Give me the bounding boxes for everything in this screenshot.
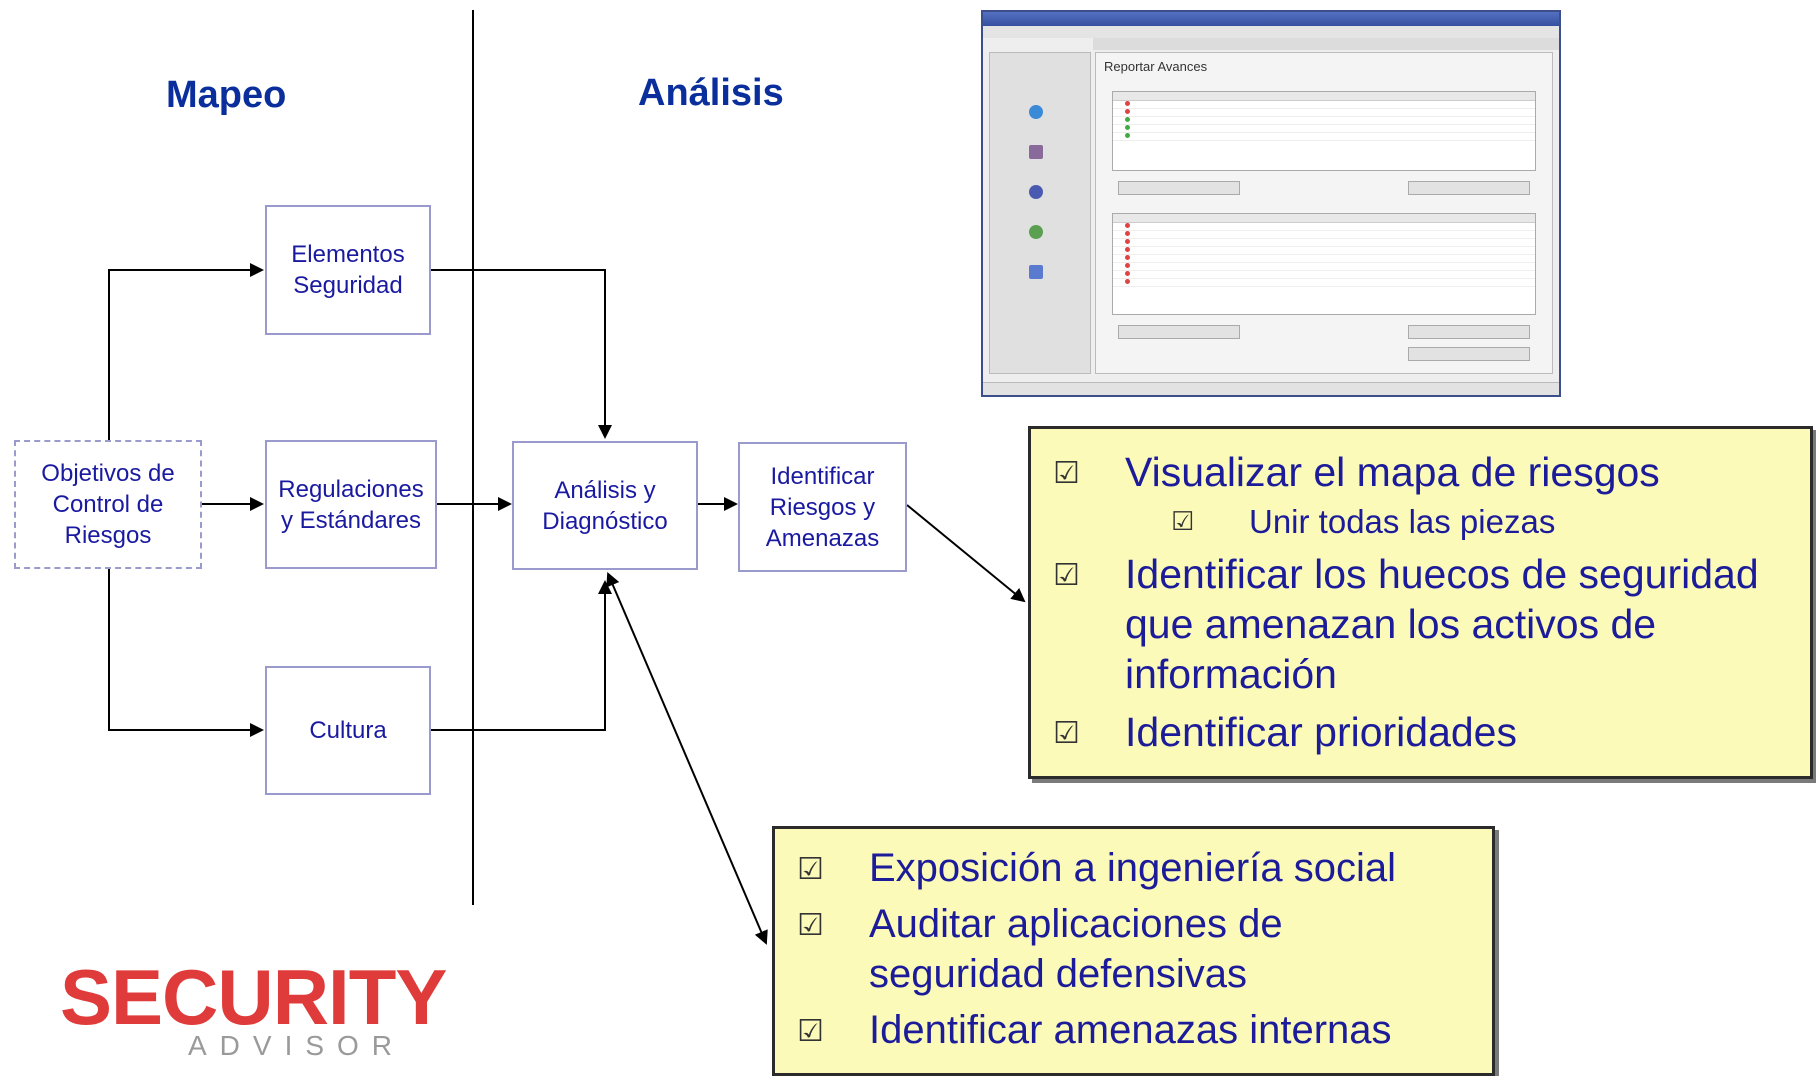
screenshot-table-header: [1113, 214, 1535, 223]
screenshot-table-row: [1113, 101, 1535, 109]
screenshot-main-panel: Reportar Avances: [1095, 52, 1553, 374]
checkbox-icon: ☑: [1053, 558, 1080, 593]
arrow-elementos-analisis: [431, 269, 612, 439]
screenshot-button: [1118, 325, 1240, 339]
screenshot-table-row: [1113, 239, 1535, 247]
screenshot-button: [1408, 347, 1530, 361]
note-top-item: ☑ Visualizar el mapa de riesgos: [1031, 447, 1810, 497]
box-cultura-label: Cultura: [309, 717, 387, 744]
box-analisis-label: Análisis y Diagnóstico: [542, 476, 668, 535]
box-analisis: Análisis y Diagnóstico: [512, 441, 698, 570]
screenshot-table-row: [1113, 279, 1535, 287]
checkbox-icon: ☑: [1053, 716, 1080, 751]
screenshot-table-row: [1113, 117, 1535, 125]
screenshot-menubar: [983, 26, 1559, 38]
note-bottom: ☑ Exposición a ingeniería social ☑ Audit…: [772, 826, 1495, 1076]
screenshot-table-header: [1113, 92, 1535, 101]
box-regulaciones-label: Regulaciones y Estándares: [278, 475, 424, 534]
note-bottom-item: ☑ Auditar aplicaciones de seguridad defe…: [775, 899, 1492, 999]
box-cultura: Cultura: [265, 666, 431, 795]
box-identificar-label: Identificar Riesgos y Amenazas: [765, 462, 880, 552]
note-bottom-list: ☑ Exposición a ingeniería social ☑ Audit…: [775, 843, 1492, 1055]
box-regulaciones: Regulaciones y Estándares: [265, 440, 437, 569]
heading-mapeo: Mapeo: [166, 74, 287, 116]
arrow-analisis-note-bottom: [606, 571, 768, 945]
screenshot-table-top: [1112, 91, 1536, 171]
note-bottom-item-text: Identificar amenazas internas: [869, 1008, 1392, 1052]
screenshot-button: [1118, 181, 1240, 195]
box-objetivos: Objetivos de Control de Riesgos: [14, 440, 202, 569]
note-bottom-item-text: Exposición a ingeniería social: [869, 846, 1396, 890]
shield-icon: [1029, 185, 1043, 200]
screenshot-table-row: [1113, 125, 1535, 133]
heading-analisis: Análisis: [638, 72, 784, 114]
arrow-identificar-note: [906, 504, 1026, 603]
screenshot-side-item: [990, 133, 1090, 173]
screenshot-table-bottom: [1112, 213, 1536, 315]
arrow-objetivos-cultura: [108, 569, 264, 737]
screenshot-side-item: [990, 93, 1090, 133]
screenshot-table-row: [1113, 263, 1535, 271]
note-top-item-text: Identificar los huecos de seguridad que …: [1125, 551, 1759, 697]
screenshot-side-item: [990, 53, 1090, 93]
screenshot-titlebar: [983, 12, 1559, 26]
puzzle-icon: [1029, 225, 1043, 240]
box-elementos-label: Elementos Seguridad: [291, 241, 405, 299]
app-screenshot: Reportar Avances: [981, 10, 1561, 397]
screenshot-table-row: [1113, 231, 1535, 239]
note-top-item-text: Visualizar el mapa de riesgos: [1125, 449, 1660, 495]
screenshot-side-item: [990, 173, 1090, 213]
screenshot-table-row: [1113, 271, 1535, 279]
note-top-item: ☑ Identificar prioridades: [1031, 707, 1810, 757]
note-top-subitem: ☑ Unir todas las piezas: [1031, 501, 1810, 543]
screenshot-button: [1408, 181, 1530, 195]
checkbox-icon: ☑: [797, 852, 824, 887]
screenshot-side-item: [990, 213, 1090, 253]
screenshot-button: [1408, 325, 1530, 339]
screenshot-statusbar: [983, 382, 1559, 395]
screenshot-panel-title: Reportar Avances: [1104, 59, 1208, 74]
note-bottom-item: ☑ Exposición a ingeniería social: [775, 843, 1492, 893]
box-elementos: Elementos Seguridad: [265, 205, 431, 335]
note-bottom-item-text: Auditar aplicaciones de seguridad defens…: [869, 902, 1283, 996]
note-top-item: ☑ Identificar los huecos de seguridad qu…: [1031, 549, 1810, 699]
note-bottom-item: ☑ Identificar amenazas internas: [775, 1005, 1492, 1055]
logo-advisor: ADVISOR: [188, 1030, 406, 1061]
note-top-item-text: Identificar prioridades: [1125, 709, 1517, 755]
blue-circle-icon: [1029, 105, 1043, 120]
checkbox-icon: ☑: [797, 1014, 824, 1049]
box-objetivos-label: Objetivos de Control de Riesgos: [41, 460, 175, 549]
note-top-item-text: Unir todas las piezas: [1249, 503, 1556, 540]
note-top: ☑ Visualizar el mapa de riesgos ☑ Unir t…: [1028, 426, 1813, 779]
checkbox-icon: ☑: [1053, 456, 1080, 491]
screenshot-table-row: [1113, 109, 1535, 117]
checkbox-icon: ☑: [1171, 507, 1195, 537]
box-identificar: Identificar Riesgos y Amenazas: [738, 442, 907, 572]
screenshot-side-item: [990, 253, 1090, 293]
note-top-list: ☑ Visualizar el mapa de riesgos ☑ Unir t…: [1031, 447, 1810, 757]
checkbox-icon: ☑: [797, 908, 824, 943]
arrow-cultura-analisis: [431, 580, 612, 731]
screenshot-tabs: [1093, 38, 1559, 50]
link-icon: [1029, 265, 1043, 280]
screenshot-table-row: [1113, 223, 1535, 231]
screenshot-sidebar: [989, 52, 1091, 374]
screenshot-table-row: [1113, 133, 1535, 141]
check-icon: [1029, 145, 1043, 160]
logo-security: SECURITY: [60, 953, 447, 1041]
screenshot-table-row: [1113, 247, 1535, 255]
screenshot-table-row: [1113, 255, 1535, 263]
arrow-objetivos-elementos: [108, 263, 264, 440]
